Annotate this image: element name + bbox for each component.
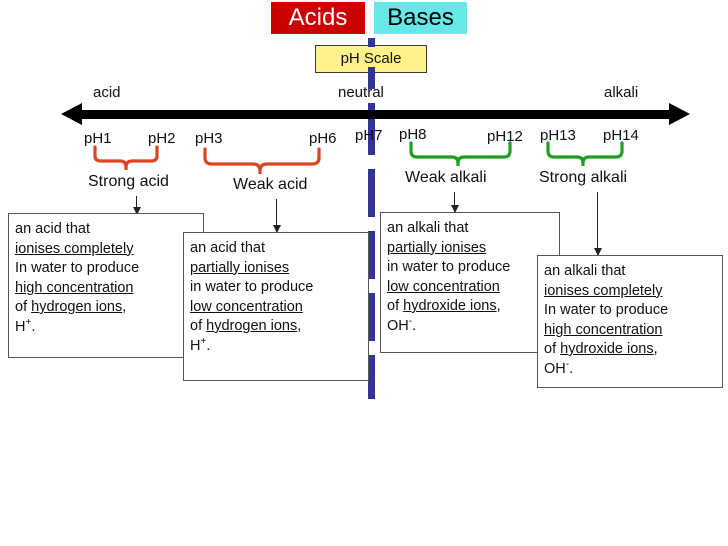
brace-weak-alkali xyxy=(409,141,512,166)
group-label-weak-alkali: Weak alkali xyxy=(405,169,487,186)
ph-tick-label-6: pH6 xyxy=(309,130,337,147)
ph-tick-label-2: pH2 xyxy=(148,130,176,147)
desc-line: H+. xyxy=(15,316,36,335)
group-label-strong-alkali: Strong alkali xyxy=(539,169,628,186)
desc-line: partially ionises xyxy=(190,259,290,276)
pointer-arrow-weak-acid xyxy=(272,199,281,233)
desc-line: H+. xyxy=(190,335,211,354)
bases-title-chip: Bases xyxy=(374,2,467,34)
group-label-weak-acid: Weak acid xyxy=(233,176,308,193)
ph-tick-label-1: pH1 xyxy=(84,130,112,147)
desc-line: in water to produce xyxy=(190,279,314,295)
ph-tick-label-7: pH7 xyxy=(355,127,383,144)
desc-line: low concentration xyxy=(190,298,303,315)
group-label-strong-acid: Strong acid xyxy=(88,173,169,190)
pointer-arrow-strong-alkali xyxy=(593,192,602,256)
ph-axis-line xyxy=(75,110,680,119)
description-box-strong-alkali: an alkali that ionises completely In wat… xyxy=(537,255,723,388)
desc-line: low concentration xyxy=(387,278,500,295)
ph-tick-label-13: pH13 xyxy=(540,127,576,144)
desc-line: an acid that xyxy=(190,240,265,256)
neutral-divider-line xyxy=(368,38,375,399)
desc-line: ionises completely xyxy=(15,240,134,257)
region-label-acid: acid xyxy=(93,84,121,101)
brace-strong-acid xyxy=(93,145,159,170)
description-box-weak-acid: an acid that partially ionises in water … xyxy=(183,232,369,381)
desc-line: an acid that xyxy=(15,221,90,237)
desc-line: OH-. xyxy=(544,358,574,377)
desc-line: high concentration xyxy=(544,321,663,338)
desc-line: in water to produce xyxy=(387,259,511,275)
acids-title-chip: Acids xyxy=(271,2,365,34)
description-box-strong-acid: an acid that ionises completely In water… xyxy=(8,213,204,358)
ph-tick-label-12: pH12 xyxy=(487,128,523,145)
pointer-arrow-strong-acid xyxy=(132,196,141,215)
brace-strong-alkali xyxy=(546,141,624,166)
desc-line: partially ionises xyxy=(387,239,487,256)
desc-line: of hydroxide ions, xyxy=(387,298,501,314)
desc-line: of hydroxide ions, xyxy=(544,341,658,357)
description-box-weak-alkali: an alkali that partially ionises in wate… xyxy=(380,212,560,353)
desc-line: an alkali that xyxy=(544,263,626,279)
brace-weak-acid xyxy=(203,147,321,174)
pointer-arrow-weak-alkali xyxy=(450,192,459,213)
desc-line: OH-. xyxy=(387,315,417,334)
axis-right-arrowhead xyxy=(669,103,690,125)
ph-tick-label-14: pH14 xyxy=(603,127,639,144)
desc-line: of hydrogen ions, xyxy=(15,299,127,315)
desc-line: of hydrogen ions, xyxy=(190,318,302,334)
desc-line: an alkali that xyxy=(387,220,469,236)
region-label-alkali: alkali xyxy=(604,84,639,101)
desc-line: ionises completely xyxy=(544,282,663,299)
ph-tick-label-3: pH3 xyxy=(195,130,223,147)
ph-tick-label-8: pH8 xyxy=(399,126,427,143)
axis-left-arrowhead xyxy=(61,103,82,125)
desc-line: In water to produce xyxy=(15,260,140,276)
desc-line: high concentration xyxy=(15,279,134,296)
region-label-neutral: neutral xyxy=(338,84,384,101)
desc-line: In water to produce xyxy=(544,302,669,318)
